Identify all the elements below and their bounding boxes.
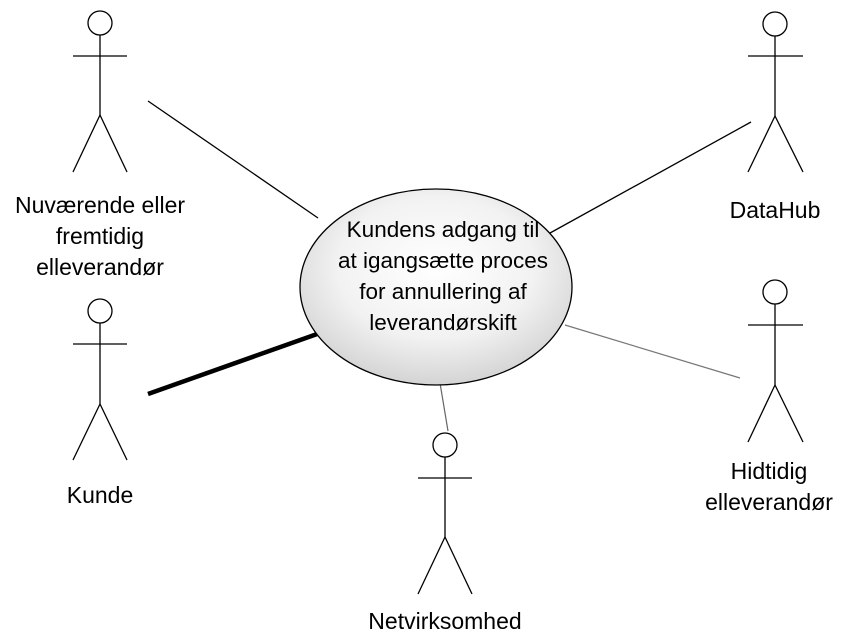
actor-netvirksomhed-label: Netvirksomhed [360,606,530,637]
association-line-kunde [147,330,321,397]
actor-label-line: Hidtidig [730,458,808,484]
use-case-line: at igangsætte proces [337,248,549,273]
actor-label-line: Kunde [66,482,134,508]
actor-nuvaerende-figure[interactable] [72,10,128,173]
use-case-ellipse[interactable] [299,188,573,386]
association-line-hidtidig [564,324,741,379]
association-line-nuvaerende [147,100,319,219]
actor-hidtidig-label: Hidtidig elleverandør [694,456,844,518]
actor-label-line: DataHub [729,197,821,223]
actor-label-line: elleverandør [705,489,833,515]
actor-datahub-label: DataHub [700,195,844,226]
actor-nuvaerende-label: Nuværende eller fremtidig elleverandør [0,190,200,283]
use-case-line: for annullering af [359,279,527,304]
association-line-datahub [540,121,752,239]
use-case-label: Kundens adgang til at igangsætte proces … [318,214,568,338]
actor-label-line: Netvirksomhed [368,608,522,634]
association-line-netvirksomhed [439,382,449,432]
actor-kunde-figure[interactable] [72,298,128,461]
actor-netvirksomhed-figure[interactable] [417,432,473,595]
actor-label-line: fremtidig [55,223,145,249]
use-case-line: Kundens adgang til [346,217,540,242]
actor-label-line: elleverandør [36,254,164,280]
actor-label-line: Nuværende eller [14,192,186,218]
use-case-line: leverandørskift [369,310,517,335]
actor-hidtidig-figure[interactable] [747,279,804,443]
actor-kunde-label: Kunde [40,480,160,511]
actor-datahub-figure[interactable] [747,11,804,173]
